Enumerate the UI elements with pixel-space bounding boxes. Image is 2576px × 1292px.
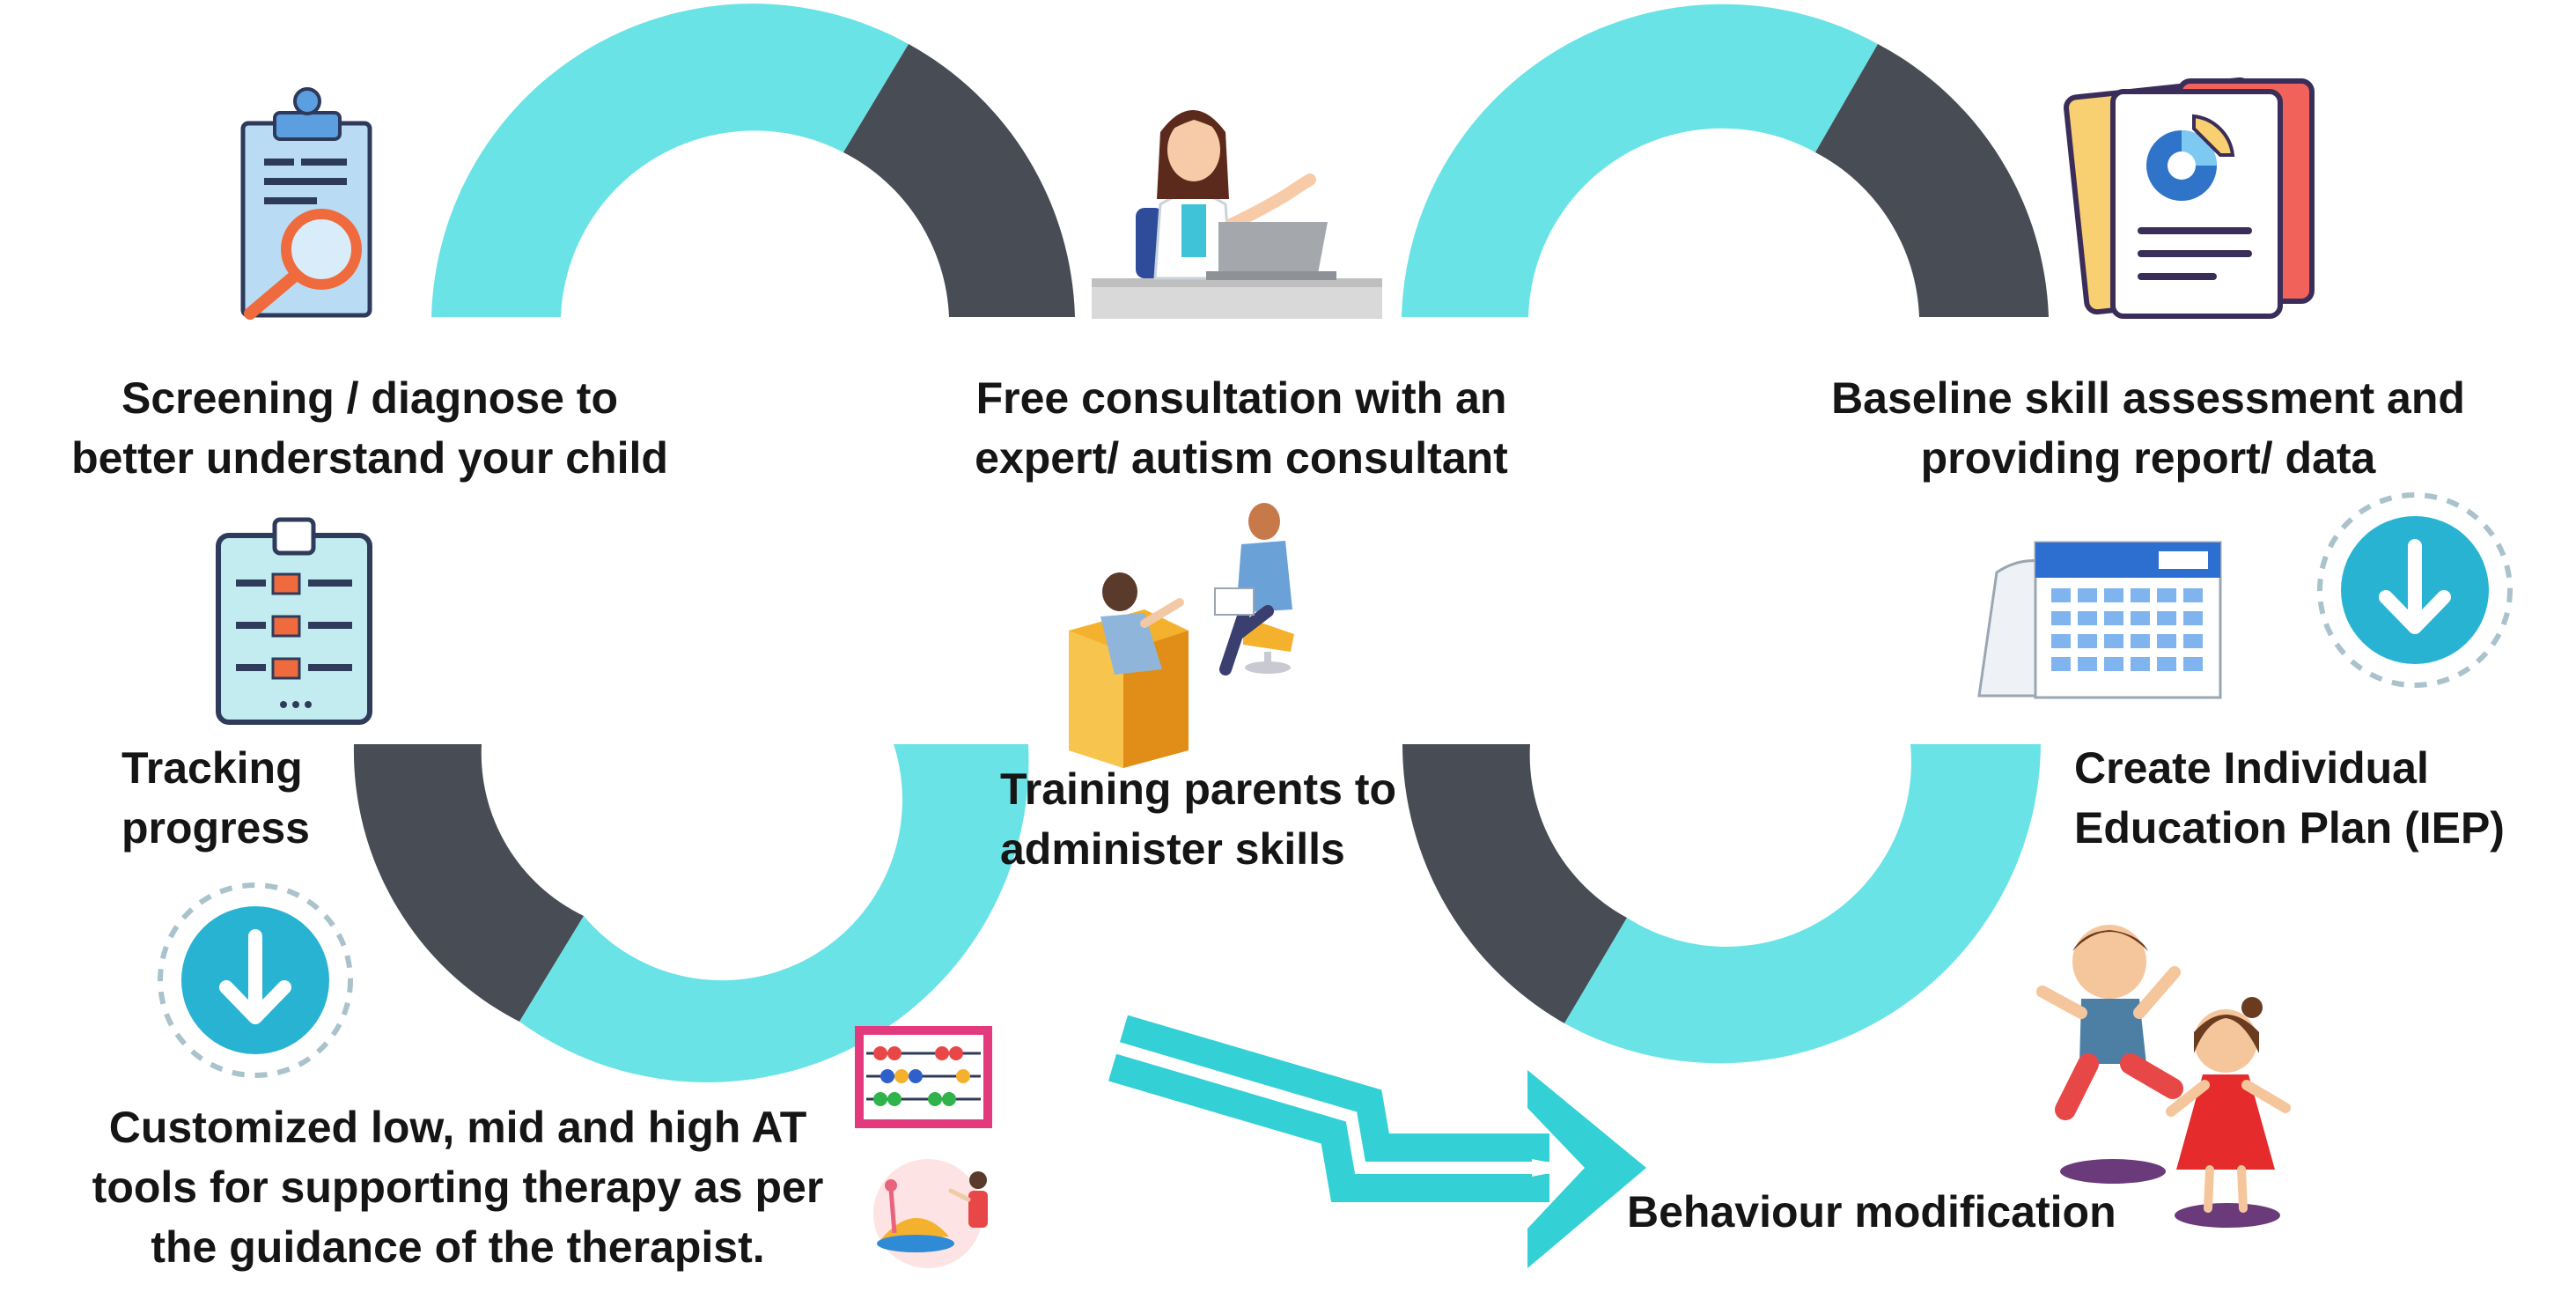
step-assessment-label: Baseline skill assessment and providing … (1796, 368, 2500, 488)
happy-children-icon (2036, 925, 2291, 1228)
step-tools-line-2: tools for supporting therapy as per (92, 1163, 824, 1212)
down-arrow-icon-left (158, 882, 353, 1078)
step-iep-line-2: Education Plan (IEP) (2074, 803, 2505, 853)
step-tracking-line-1: Tracking (121, 743, 303, 793)
report-pie-chart-icon (2064, 77, 2315, 319)
step-behaviour-label: Behaviour modification (1627, 1182, 2155, 1242)
step-consultation-label: Free consultation with an expert/ autism… (907, 368, 1576, 488)
step-training-line-2: administer skills (1000, 824, 1345, 874)
step-screening-line-2: better understand your child (71, 433, 668, 483)
step-tracking-line-2: progress (121, 803, 310, 853)
step-consultation-line-1: Free consultation with an (975, 373, 1507, 423)
ring-top-right (1402, 4, 2049, 317)
step-training-line-1: Training parents to (1000, 764, 1397, 814)
step-assessment-line-2: providing report/ data (1920, 433, 2376, 483)
step-tools-line-1: Customized low, mid and high AT (108, 1103, 807, 1152)
step-tools-label: Customized low, mid and high AT tools fo… (70, 1097, 845, 1277)
ring-top-left (431, 4, 1075, 317)
calendar-icon (1977, 541, 2222, 699)
step-tools-line-3: the guidance of the therapist. (151, 1222, 765, 1272)
step-iep-label: Create Individual Education Plan (IEP) (2074, 738, 2567, 858)
step-screening-label: Screening / diagnose to better understan… (35, 368, 704, 488)
step-tracking-label: Tracking progress (121, 738, 350, 858)
step-assessment-line-1: Baseline skill assessment and (1831, 373, 2465, 423)
down-arrow-icon-right (2317, 492, 2513, 688)
step-training-label: Training parents to administer skills (1000, 759, 1458, 879)
ring-bottom-left (353, 744, 1029, 1082)
ring-bottom-right (1402, 744, 2041, 1064)
abacus-icon (855, 1026, 992, 1128)
doctor-at-laptop-icon (1092, 110, 1382, 319)
learning-illustration-icon (873, 1159, 988, 1268)
clipboard-magnifier-icon (240, 87, 372, 320)
step-screening-line-1: Screening / diagnose to (121, 373, 618, 423)
step-behaviour-line-1: Behaviour modification (1627, 1187, 2116, 1237)
checklist-clipboard-icon (216, 517, 372, 725)
step-iep-line-1: Create Individual (2074, 743, 2429, 793)
step-consultation-line-2: expert/ autism consultant (975, 433, 1508, 483)
counselling-session-icon (1069, 503, 1294, 768)
flow-arrow (1108, 1015, 1646, 1268)
